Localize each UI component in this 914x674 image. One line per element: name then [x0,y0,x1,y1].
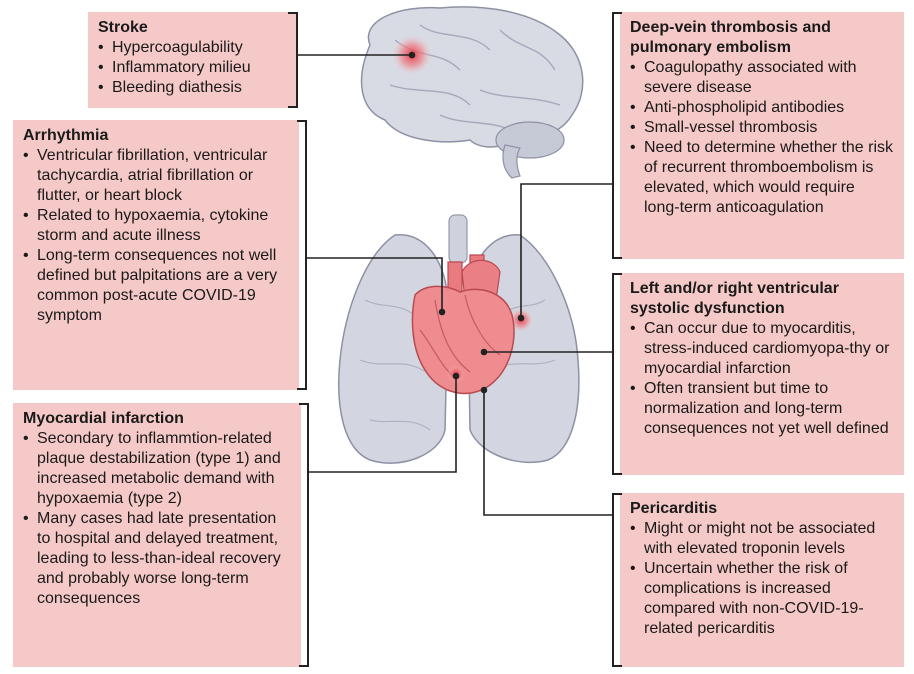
pericarditis-title: Pericarditis [630,499,894,519]
mi-bracket [299,403,309,667]
stroke-bullets: Hypercoagulability Inflammatory milieu B… [98,38,286,98]
lvrv-bullets: Can occur due to myocarditis, stress-ind… [630,319,894,439]
list-item: Coagulopathy associated with severe dise… [630,58,894,98]
arrhythmia-bracket [297,120,307,390]
pericarditis-bracket [612,493,622,667]
list-item: Secondary to inflammtion-related plaque … [23,429,291,509]
mi-title: Myocardial infarction [23,409,291,429]
brain-icon [362,7,583,178]
list-item: Often transient but time to normalizatio… [630,379,894,439]
list-item: Hypercoagulability [98,38,286,58]
list-item: Long-term consequences not well defined … [23,246,289,326]
dvt-bracket [612,12,622,259]
lvrv-bracket [612,273,622,475]
pericarditis-bullets: Might or might not be associated with el… [630,519,894,639]
mi-panel: Myocardial infarction Secondary to infla… [13,403,301,667]
dvt-title: Deep-vein thrombosis and pulmonary embol… [630,18,894,58]
stroke-title: Stroke [98,18,286,38]
list-item: Inflammatory milieu [98,58,286,78]
dvt-bullets: Coagulopathy associated with severe dise… [630,58,894,218]
list-item: Many cases had late presentation to hosp… [23,509,291,609]
dvt-panel: Deep-vein thrombosis and pulmonary embol… [620,12,904,259]
arrhythmia-title: Arrhythmia [23,126,289,146]
lvrv-title: Left and/or right ventricular systolic d… [630,279,894,319]
list-item: Might or might not be associated with el… [630,519,894,559]
arrhythmia-panel: Arrhythmia Ventricular fibrillation, ven… [13,120,299,390]
stroke-bracket [288,12,298,108]
arrhythmia-bullets: Ventricular fibrillation, ventricular ta… [23,146,289,326]
list-item: Can occur due to myocarditis, stress-ind… [630,319,894,379]
list-item: Need to determine whether the risk of re… [630,138,894,218]
list-item: Bleeding diathesis [98,78,286,98]
pericarditis-panel: Pericarditis Might or might not be assoc… [620,493,904,667]
list-item: Ventricular fibrillation, ventricular ta… [23,146,289,206]
list-item: Uncertain whether the risk of complicati… [630,559,894,639]
list-item: Related to hypoxaemia, cytokine storm an… [23,206,289,246]
list-item: Anti-phospholipid antibodies [630,98,894,118]
mi-bullets: Secondary to inflammtion-related plaque … [23,429,291,609]
stroke-panel: Stroke Hypercoagulability Inflammatory m… [88,12,296,108]
list-item: Small-vessel thrombosis [630,118,894,138]
lvrv-panel: Left and/or right ventricular systolic d… [620,273,904,475]
